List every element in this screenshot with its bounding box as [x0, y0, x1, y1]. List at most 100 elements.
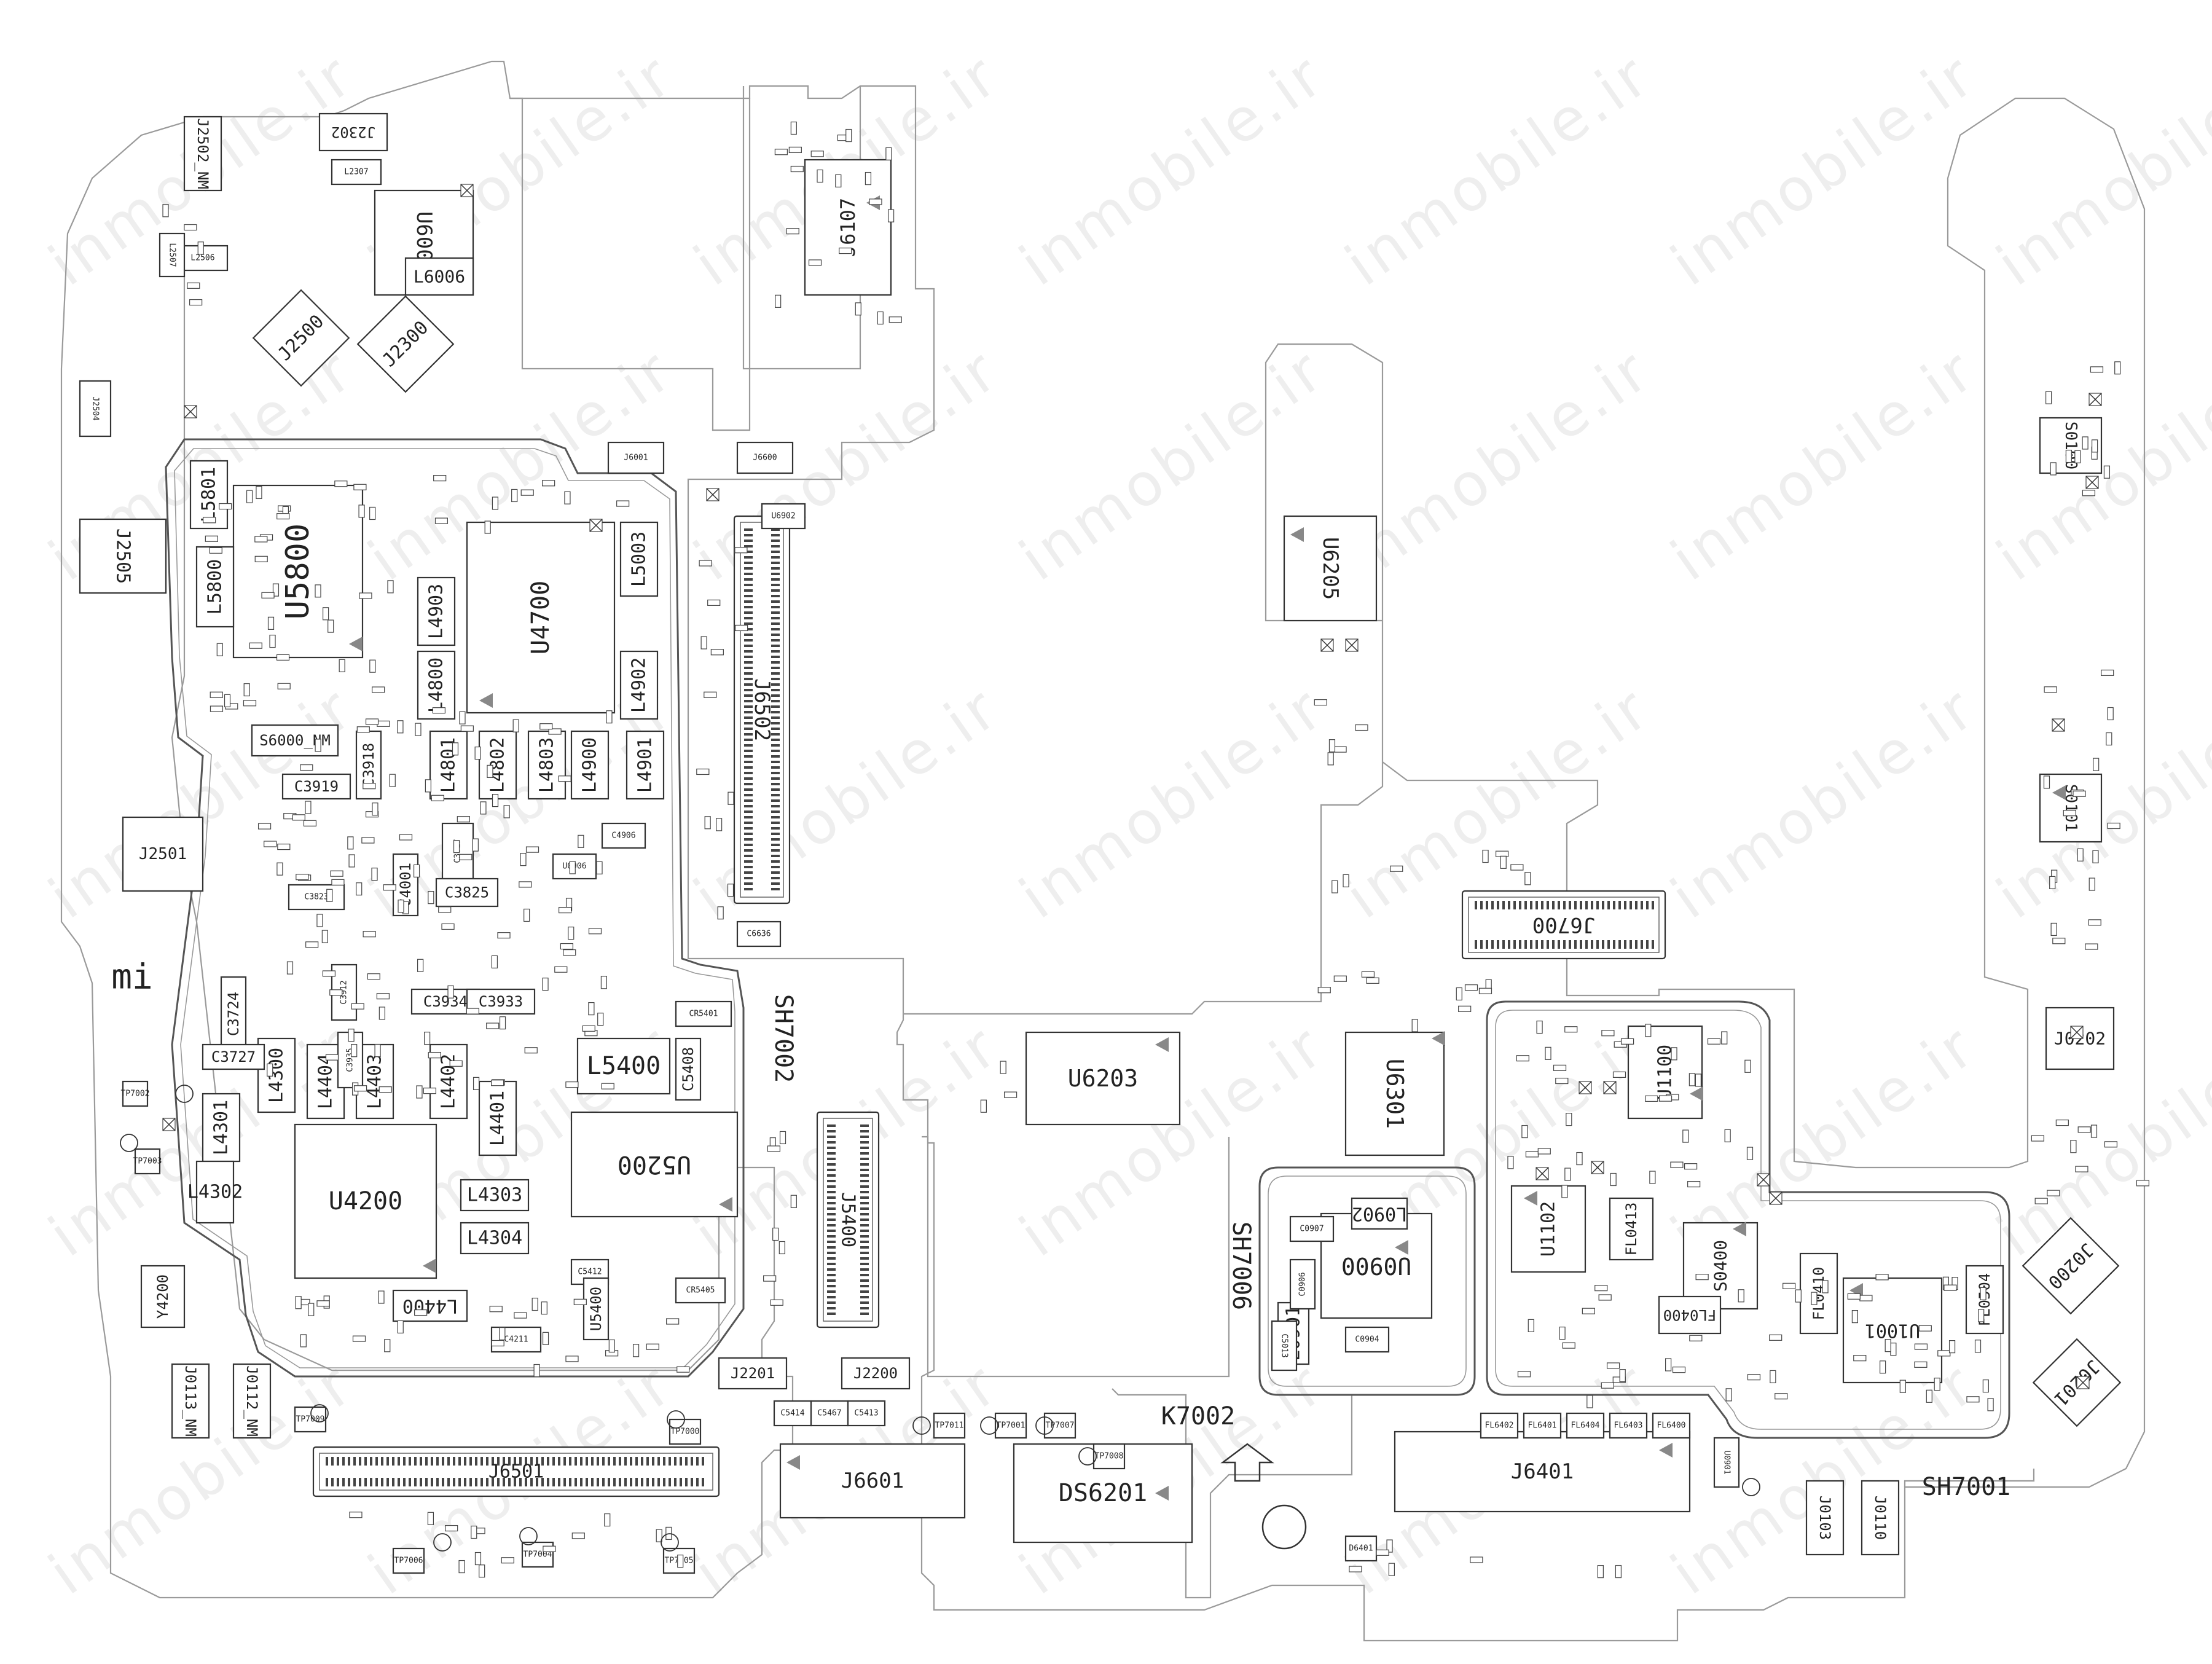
component-body [1805, 1480, 1845, 1556]
pin [1569, 940, 1571, 949]
component-body [435, 877, 499, 908]
passive-component [305, 801, 312, 814]
component-body [626, 730, 665, 800]
component-c4906: C4906 [601, 822, 646, 849]
passive-component [347, 836, 354, 850]
passive-component [315, 584, 321, 598]
passive-component [398, 900, 404, 913]
pin [860, 1296, 869, 1298]
passive-component [707, 599, 721, 606]
passive-component [677, 1555, 684, 1568]
refdes-label: C3724 [225, 992, 242, 1036]
component-body [527, 730, 567, 800]
pin [447, 1457, 450, 1466]
passive-component [1978, 1309, 1985, 1322]
pin [1552, 940, 1555, 949]
connector-inner [319, 1453, 713, 1491]
passive-component [424, 1032, 431, 1045]
pin [744, 661, 753, 664]
pin [1535, 901, 1538, 909]
pin [744, 816, 753, 818]
component-body [810, 1400, 849, 1427]
component-body [281, 773, 351, 800]
component-cr5405: CR5405 [675, 1277, 726, 1304]
marker-cross [2076, 1376, 2090, 1389]
refdes-label: L4401 [487, 1091, 509, 1146]
passive-component [573, 1298, 587, 1305]
pin [744, 645, 753, 647]
pin1-marker [1290, 527, 1304, 542]
pin [514, 1478, 516, 1486]
passive-component [710, 649, 724, 656]
pin [1547, 901, 1549, 909]
not-mounted-marker [1603, 1081, 1617, 1094]
component-l4400: L4400 [392, 1289, 468, 1322]
passive-component [565, 1081, 579, 1088]
pin1-marker [1155, 1486, 1169, 1501]
component-body [1658, 1295, 1722, 1335]
component-body [1799, 1252, 1838, 1335]
pin [827, 1152, 836, 1155]
passive-component [372, 686, 385, 693]
pin [386, 1478, 389, 1486]
component-l4903: L4903 [417, 576, 456, 646]
pin [591, 1478, 594, 1486]
passive-component [277, 683, 291, 689]
passive-component [1695, 1274, 1709, 1281]
passive-component [460, 725, 474, 732]
refdes-label: TP7002 [121, 1089, 150, 1099]
pin [827, 1268, 836, 1271]
passive-component [261, 592, 275, 598]
component-body [466, 521, 616, 714]
passive-component [1456, 987, 1462, 1001]
pin [558, 1457, 560, 1466]
passive-component [531, 1297, 538, 1311]
marker-cross [2070, 1026, 2084, 1039]
pin [827, 1241, 836, 1243]
pin [860, 1196, 869, 1199]
refdes-label: J2302 [331, 124, 375, 141]
pin [827, 1296, 836, 1298]
refdes-label: J6502 [750, 678, 774, 741]
pin [1475, 901, 1477, 909]
component-body [122, 816, 204, 892]
pin [744, 589, 753, 592]
passive-component [600, 976, 607, 989]
pin [652, 1457, 654, 1466]
pin [860, 1124, 869, 1127]
component-body [675, 1037, 702, 1101]
passive-component [246, 490, 253, 503]
pin [1530, 901, 1532, 909]
pin [744, 534, 753, 536]
pin [530, 1478, 533, 1486]
passive-component [295, 1296, 302, 1309]
passive-component [588, 1002, 595, 1016]
refdes-label: L0902 [1352, 1203, 1407, 1225]
passive-component [197, 241, 204, 255]
pin [503, 1478, 505, 1486]
test-point [519, 1527, 538, 1545]
passive-component [1386, 1539, 1393, 1553]
pin [744, 584, 753, 586]
passive-component [428, 1052, 441, 1059]
passive-component [2073, 790, 2086, 797]
refdes-label: J0113_NM [182, 1365, 199, 1437]
pin [744, 556, 753, 559]
component-body [1043, 1412, 1077, 1439]
pin [827, 1279, 836, 1282]
passive-component [601, 1083, 614, 1089]
pin [827, 1141, 836, 1144]
pin [364, 1457, 367, 1466]
marker-cross [162, 1118, 176, 1131]
component-body [356, 295, 455, 393]
component-c5414: C5414 [773, 1400, 812, 1427]
not-mounted-marker [1757, 1173, 1770, 1187]
pin [744, 794, 753, 796]
pin [771, 556, 780, 559]
passive-component [696, 768, 710, 775]
refdes-label: C3934 [423, 993, 468, 1010]
refdes-label: L4903 [426, 584, 447, 639]
passive-component [1974, 1340, 1982, 1353]
component-c5413: C5413 [847, 1400, 886, 1427]
